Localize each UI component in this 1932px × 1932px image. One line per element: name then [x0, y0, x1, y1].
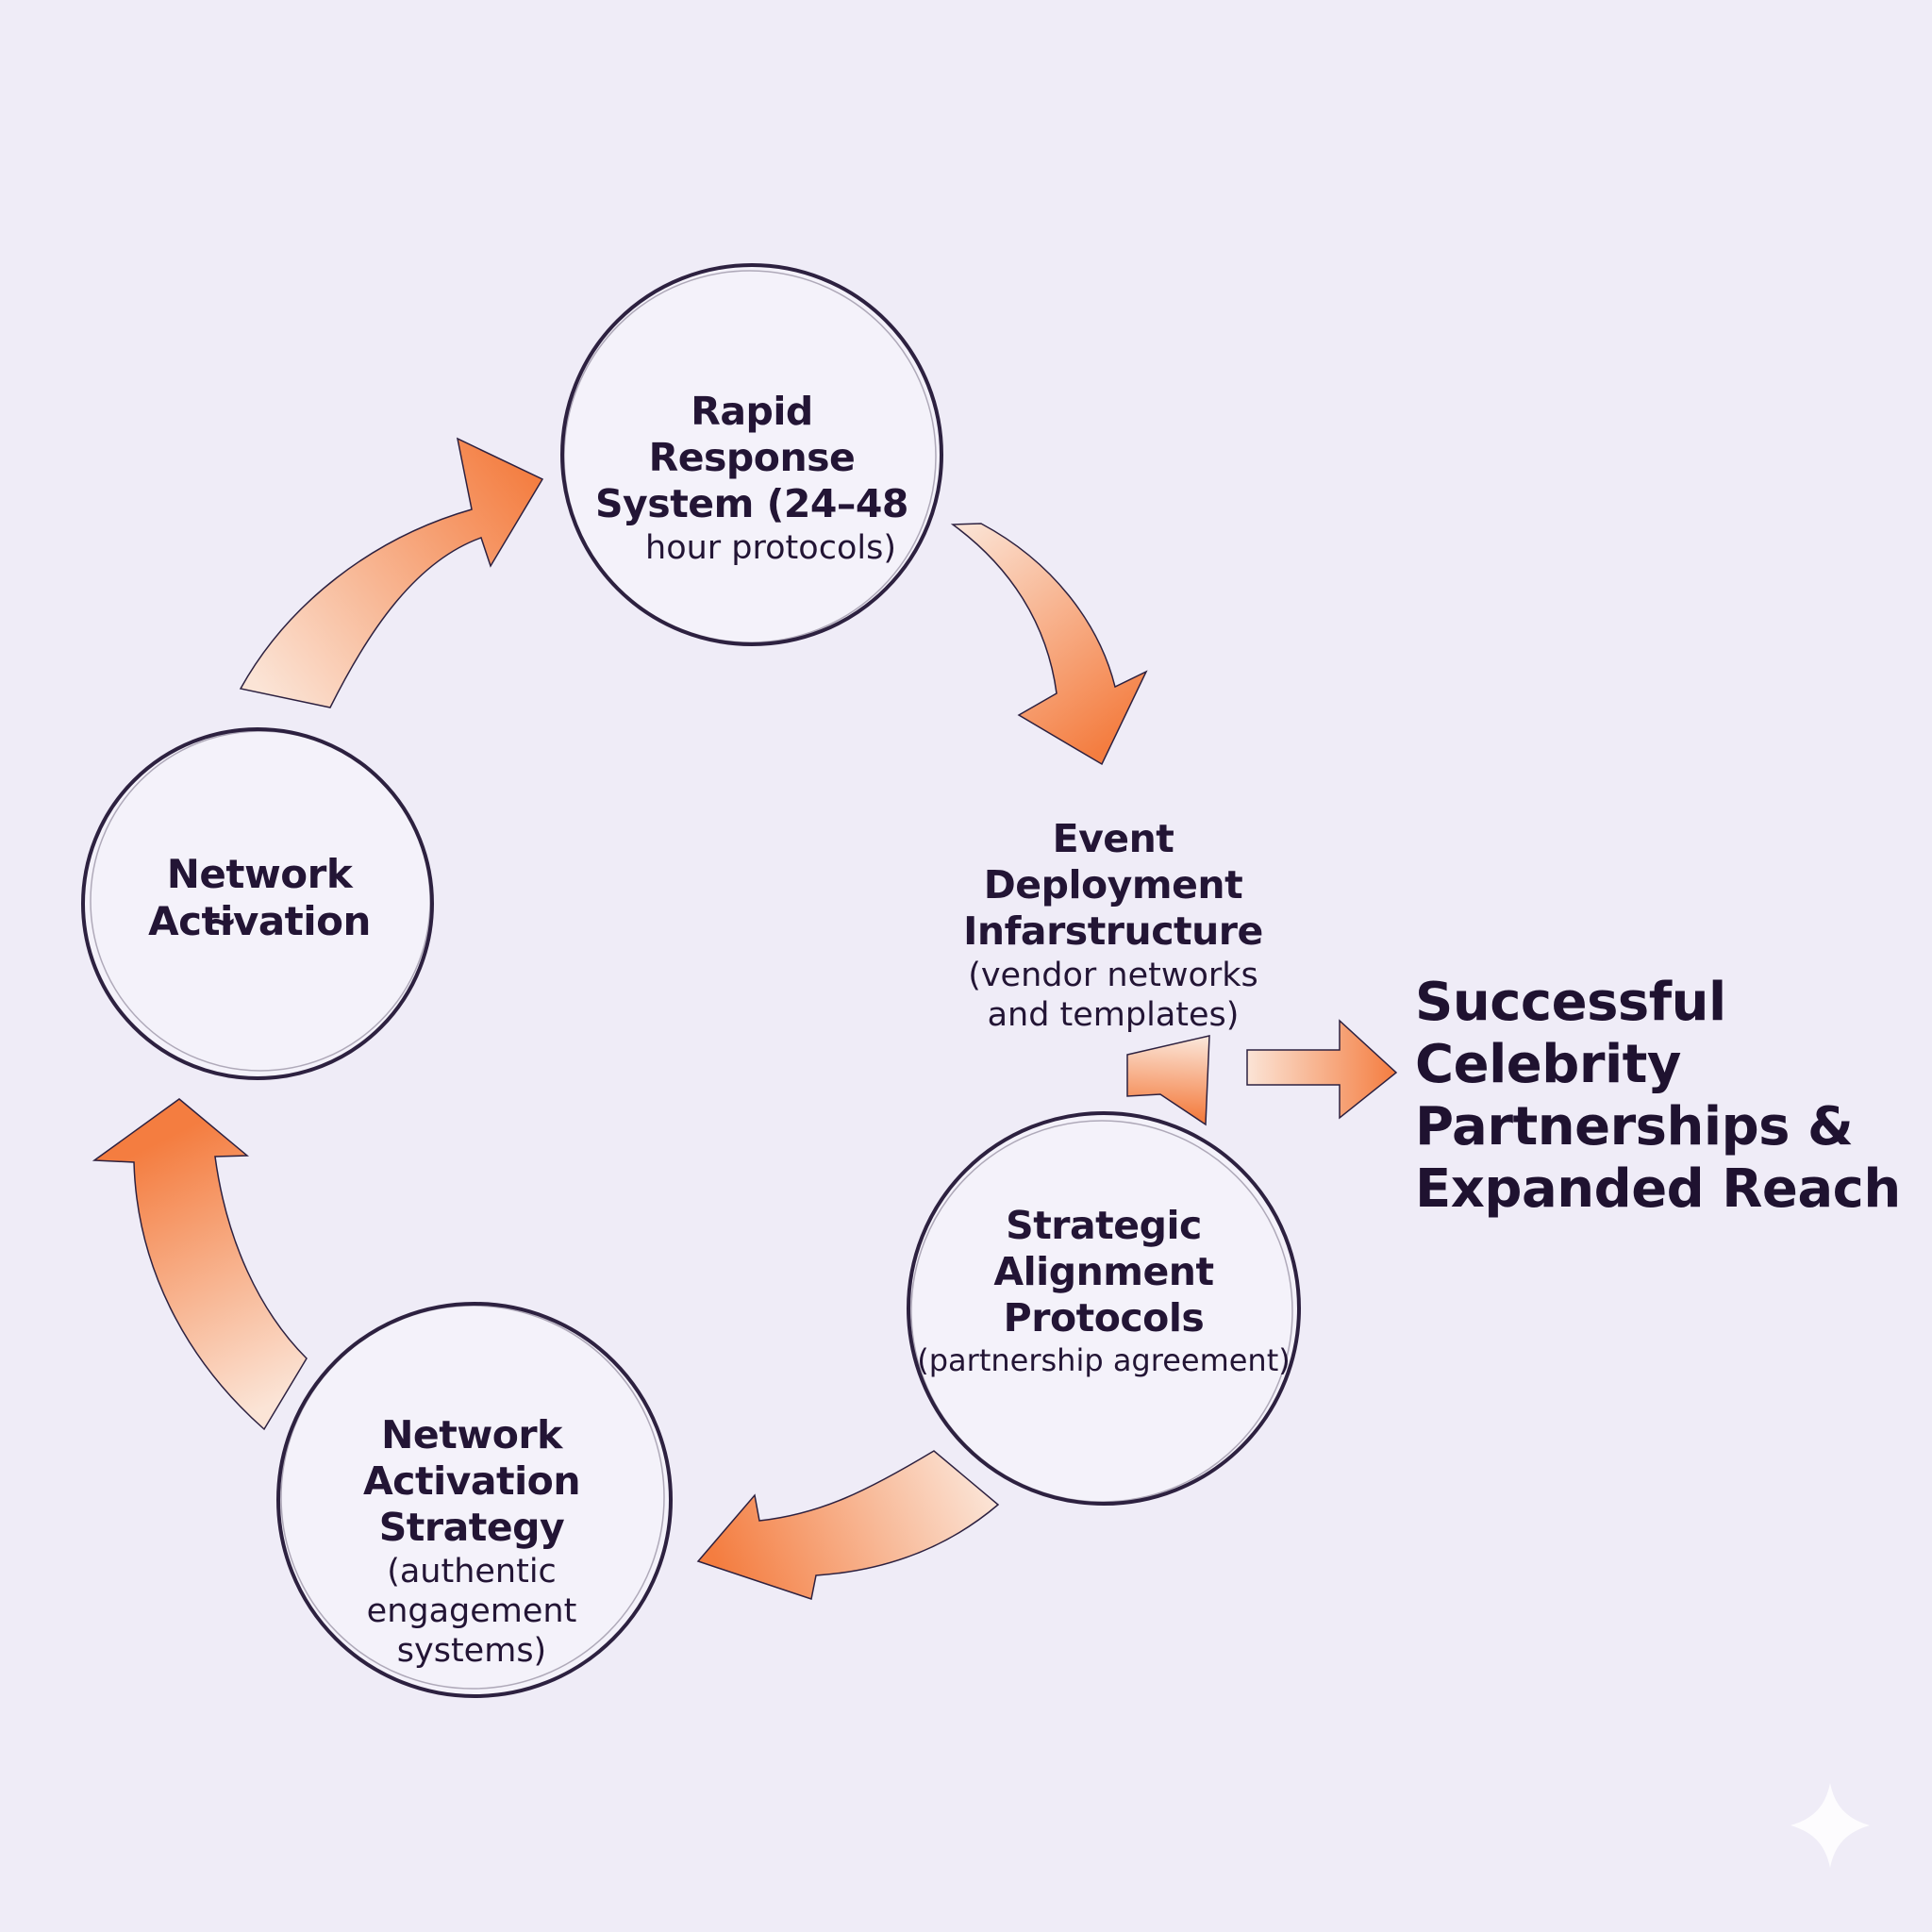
strategic-alignment-title-line-1: Strategic	[1006, 1203, 1202, 1248]
outcome-line-3: Expanded Reach	[1415, 1158, 1901, 1221]
network-activation-title-line-1: Network	[166, 851, 353, 897]
arrow-to-rapid-response	[239, 437, 544, 708]
arrow-to-event-deployment	[950, 523, 1148, 766]
arrow-to-network-strategy	[696, 1450, 1000, 1600]
strategic-alignment-title-line-3: Protocols	[1003, 1295, 1205, 1341]
strategic-alignment-label: Strategic Alignment Protocols (partnersh…	[915, 1203, 1292, 1378]
rapid-response-subtitle: hour protocols)	[645, 528, 896, 567]
network-strategy-subtitle-line-2: systems)	[396, 1631, 547, 1670]
rapid-response-circle	[560, 263, 943, 646]
network-activation-title-line-2: Acti̴vation	[148, 898, 371, 945]
network-strategy-label: Network Activation Strategy (authentic e…	[283, 1412, 660, 1671]
network-strategy-subtitle-line-1: (authentic engagement	[366, 1552, 577, 1630]
event-deployment-subtitle-line-1: (vendor networks	[968, 956, 1258, 994]
network-activation-circle	[81, 727, 434, 1080]
arrow-up-connector	[1126, 1035, 1210, 1126]
arrow-to-outcome	[1246, 1019, 1398, 1120]
outcome-line-2: Partnerships &	[1415, 1096, 1854, 1158]
event-deployment-subtitle-line-2: and templates)	[987, 995, 1240, 1034]
arrow-to-network-activation	[92, 1098, 308, 1431]
strategic-alignment-subtitle: (partnership agreement)	[917, 1341, 1291, 1378]
strategic-alignment-title-line-2: Alignment	[993, 1249, 1214, 1295]
strategic-alignment-circle	[907, 1111, 1301, 1506]
sparkle-icon	[1790, 1783, 1870, 1868]
rapid-response-title-line-1: Rapid Response	[648, 389, 856, 481]
network-strategy-title-line-2: Strategy	[378, 1505, 565, 1551]
network-activation-label: Network Acti̴vation	[113, 851, 406, 946]
event-deployment-title-line-2: Infarstructure	[963, 908, 1263, 955]
rapid-response-title-line-2: System (24–48	[595, 481, 908, 527]
network-strategy-circle	[276, 1302, 673, 1698]
outcome-line-1: Successful Celebrity	[1415, 972, 1726, 1096]
event-deployment-title-line-1: Event Deployment	[983, 816, 1243, 908]
network-strategy-title-line-1: Network Activation	[362, 1412, 581, 1505]
outcome-label: Successful Celebrity Partnerships & Expa…	[1415, 972, 1906, 1221]
event-deployment-label: Event Deployment Infarstructure (vendor …	[934, 816, 1292, 1035]
rapid-response-label: Rapid Response System (24–48 hour protoc…	[582, 389, 922, 568]
